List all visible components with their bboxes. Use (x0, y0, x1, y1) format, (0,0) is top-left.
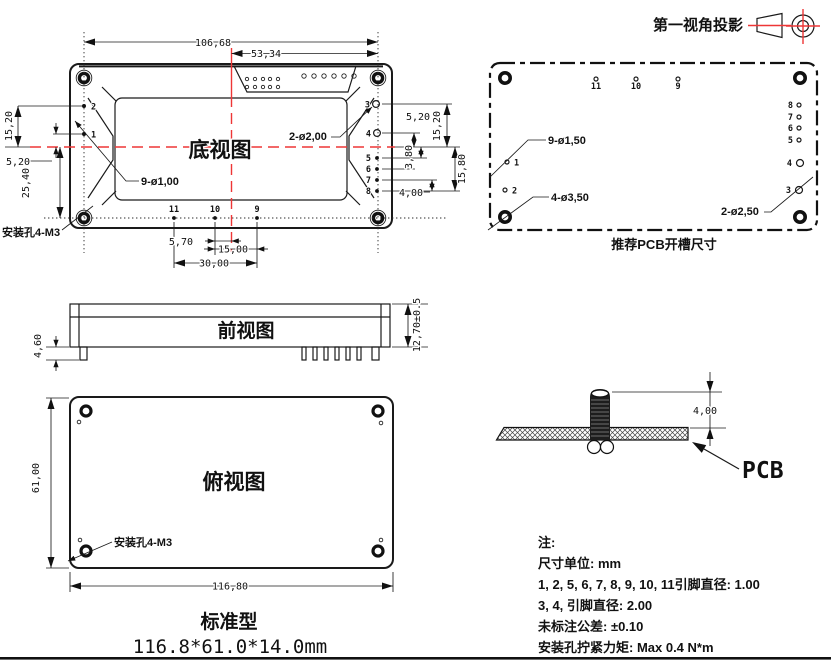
pin-label: 4 (787, 159, 792, 169)
mounting-hole (792, 71, 807, 86)
dim-label: 3,80 (404, 145, 415, 169)
dim-label: 106,68 (195, 38, 231, 49)
dim-label: 53,34 (251, 49, 281, 60)
pin-label: 8 (788, 101, 793, 111)
dim-label: 15,80 (457, 154, 468, 184)
pin-label: 10 (210, 205, 220, 215)
dim-label: 4,00 (399, 188, 423, 199)
front-view-pins (79, 346, 380, 361)
pin-label: 1 (91, 131, 96, 141)
model-block: 标准型 116.8*61.0*14.0mm (133, 610, 327, 658)
lead-label: 9-ø1,00 (141, 176, 179, 188)
mounting-hole (497, 71, 512, 86)
dim-label: 15,20 (4, 111, 15, 141)
front-view-title: 前视图 (217, 319, 274, 342)
mounting-hole (79, 404, 93, 418)
note-line: 未标注公差: ±0.10 (537, 619, 643, 634)
dim-label: 5,20 (406, 112, 430, 123)
pin-label: 9 (254, 205, 259, 215)
note-line: 尺寸单位: mm (538, 556, 621, 571)
pin-label: 6 (788, 124, 793, 134)
dim-label: 5,20 (6, 157, 30, 168)
dim-label: 116,80 (212, 582, 248, 593)
top-view: 俯视图 安装孔4-M3 61,00 116,80 (30, 396, 394, 594)
dim-label: 30,00 (199, 259, 229, 270)
pin-label: 5 (366, 154, 371, 164)
pin-label: 3 (365, 101, 370, 111)
bottom-view: 2 1 3 4 5 6 7 8 11 10 9 106,68 53,34 15,… (1, 32, 470, 271)
model-name: 标准型 (200, 610, 257, 633)
bottom-view-dimensions: 106,68 53,34 15,20 5,20 25,40 安装孔4-M3 9-… (1, 37, 470, 271)
mounting-hole (792, 210, 807, 225)
pin-label: 9 (675, 82, 680, 92)
connector-holes (244, 73, 357, 90)
mounting-hole (75, 69, 93, 87)
pcb-cutout-title: 推荐PCB开槽尺寸 (611, 237, 716, 252)
pcb-mount-detail: 4,00 PCB (495, 372, 784, 484)
dim-label: 4,60 (33, 334, 44, 358)
lead-label: 2-ø2,00 (289, 131, 327, 143)
pin-label: 2 (512, 187, 517, 197)
dim-label: 25,40 (21, 168, 32, 198)
dim-label: 15,20 (432, 111, 443, 141)
note-line: 安装孔拧紧力矩: Max 0.4 N*m (538, 640, 714, 655)
mount-hole-label: 安装孔4-M3 (2, 225, 60, 239)
dim-label: 12,70±0.5 (412, 298, 423, 352)
pin-label: 11 (169, 205, 179, 215)
pcb-cutout-view: 11 10 9 8 7 6 5 4 3 1 2 9-ø1,50 4-ø3,50 … (487, 61, 819, 253)
dim-label: 4,00 (693, 406, 717, 417)
notes-block: 注: 尺寸单位: mm 1, 2, 5, 6, 7, 8, 9, 10, 11引… (537, 535, 760, 655)
sheet-border-line (0, 657, 831, 660)
pin-label: 8 (366, 187, 371, 197)
lead-label: 4-ø3,50 (551, 192, 589, 204)
bottom-view-pins: 2 1 3 4 5 6 7 8 11 10 9 (82, 100, 382, 220)
lead-label: 2-ø2,50 (721, 206, 759, 218)
note-line: 1, 2, 5, 6, 7, 8, 9, 10, 11引脚直径: 1.00 (538, 577, 760, 592)
solder-fillet (586, 439, 615, 455)
pcb-board-outline (488, 61, 819, 232)
lead-label: 9-ø1,50 (548, 135, 586, 147)
projection-label: 第一视角投影 (653, 16, 743, 34)
pin-label: 1 (514, 159, 519, 169)
pin-label: 5 (788, 136, 793, 146)
arrowhead (692, 442, 707, 453)
dim-label: 15,00 (218, 245, 248, 256)
mounting-hole (369, 69, 387, 87)
pin-label: 7 (788, 113, 793, 123)
centerlines (5, 32, 460, 253)
mount-hole-label: 安装孔4-M3 (114, 535, 172, 549)
pin-label: 10 (631, 82, 641, 92)
mounting-hole (371, 404, 385, 418)
mounting-hole (371, 544, 385, 558)
projection-symbol: 第一视角投影 (652, 9, 820, 44)
dim-label: 61,00 (31, 463, 42, 493)
bottom-view-title: 底视图 (189, 138, 252, 162)
model-size: 116.8*61.0*14.0mm (133, 636, 327, 658)
notes-heading: 注: (538, 535, 555, 550)
pin-label: 6 (366, 165, 371, 175)
dim-label: 5,70 (169, 237, 193, 248)
cone-symbol (756, 12, 783, 39)
pin-label: 11 (591, 82, 601, 92)
pin-label: 3 (786, 186, 791, 196)
pcb-label: PCB (742, 458, 784, 484)
pin-label: 7 (366, 176, 371, 186)
front-view: 前视图 4,60 12,70±0.5 (32, 297, 428, 371)
note-line: 3, 4, 引脚直径: 2.00 (538, 598, 652, 613)
pin-label: 4 (366, 130, 371, 140)
top-view-title: 俯视图 (203, 470, 266, 494)
pin-label: 2 (91, 103, 96, 113)
threaded-pin (590, 389, 610, 440)
